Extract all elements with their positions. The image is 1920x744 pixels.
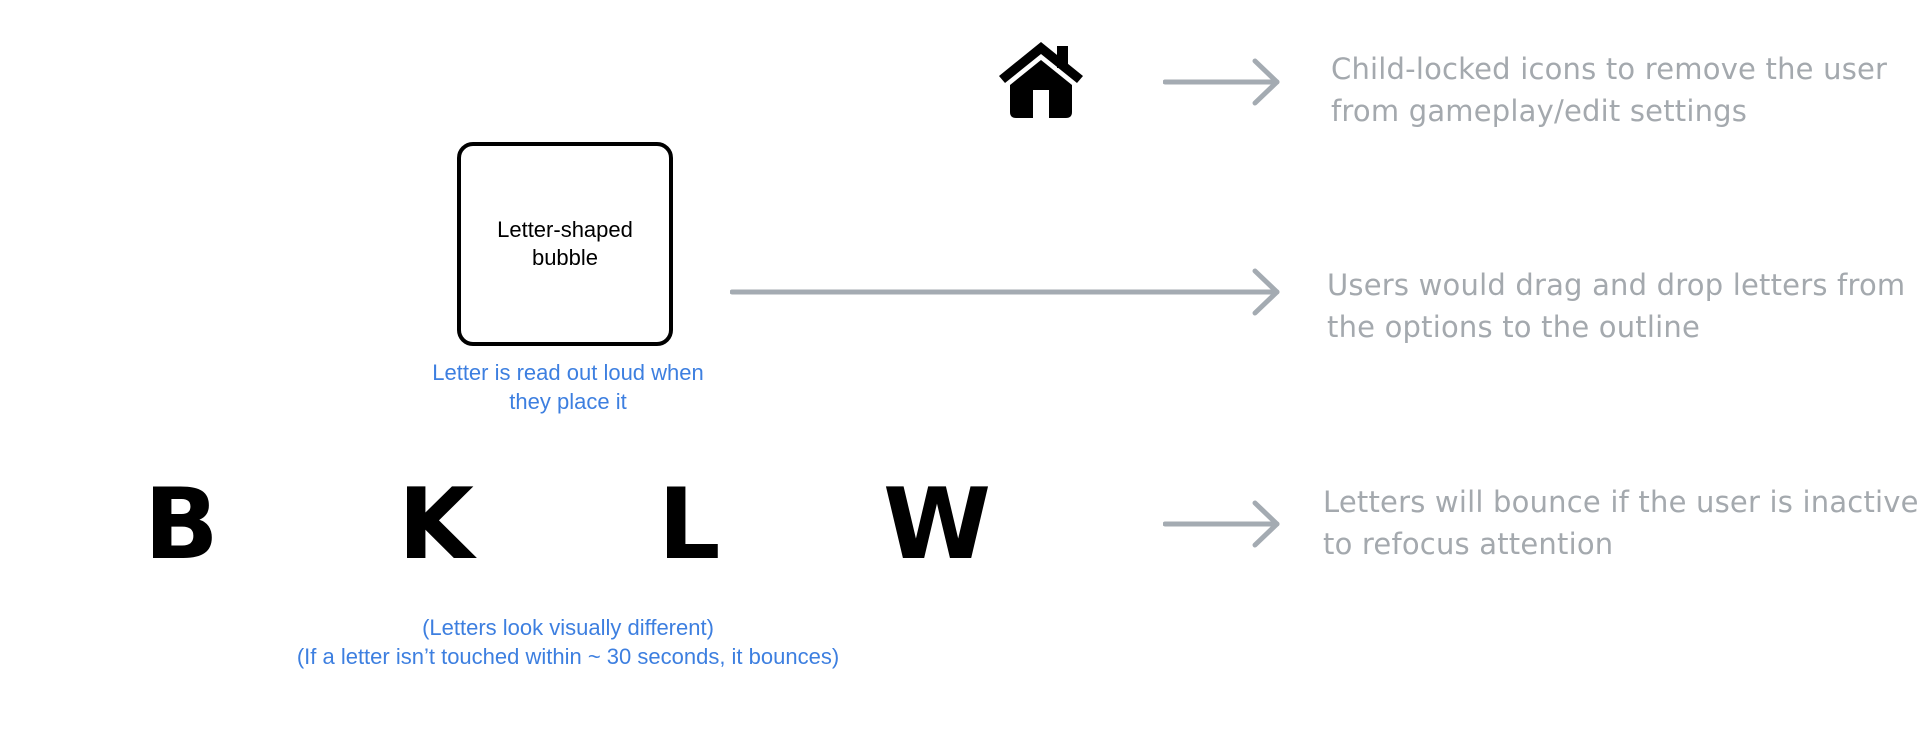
home-icon[interactable] [995,38,1087,120]
note-line: from gameplay/edit settings [1331,94,1748,128]
note-child-locked-icons: Child-locked icons to remove the user fr… [1331,48,1887,132]
note-line: Users would drag and drop letters from [1327,268,1906,302]
note-line: Child-locked icons to remove the user [1331,52,1888,86]
bubble-label-line: bubble [531,245,599,270]
note-drag-and-drop: Users would drag and drop letters from t… [1327,264,1905,348]
note-line: the options to the outline [1327,310,1701,344]
caption-line: they place it [509,389,627,414]
letter-shaped-bubble[interactable]: Letter-shaped bubble [457,142,673,346]
caption-line: (Letters look visually different) [422,615,714,640]
bubble-label-line: Letter-shaped [497,217,633,242]
caption-line: (If a letter isn’t touched within ~ 30 s… [296,644,840,669]
letters-caption: (Letters look visually different) (If a … [240,613,896,671]
arrow-right-icon [1163,58,1280,106]
letter-option-k[interactable]: K [398,468,474,582]
note-line: to refocus attention [1323,527,1614,561]
bubble-caption: Letter is read out loud when they place … [388,358,748,416]
letter-option-l[interactable]: L [658,468,721,582]
caption-line: Letter is read out loud when [432,360,704,385]
note-line: Letters will bounce if the user is inact… [1323,485,1919,519]
bubble-label: Letter-shaped bubble [480,216,650,272]
arrow-right-icon [730,268,1280,316]
arrow-right-icon [1163,500,1280,548]
letter-option-b[interactable]: B [144,468,219,582]
letter-option-w[interactable]: W [883,468,992,582]
note-letters-bounce: Letters will bounce if the user is inact… [1323,481,1919,565]
